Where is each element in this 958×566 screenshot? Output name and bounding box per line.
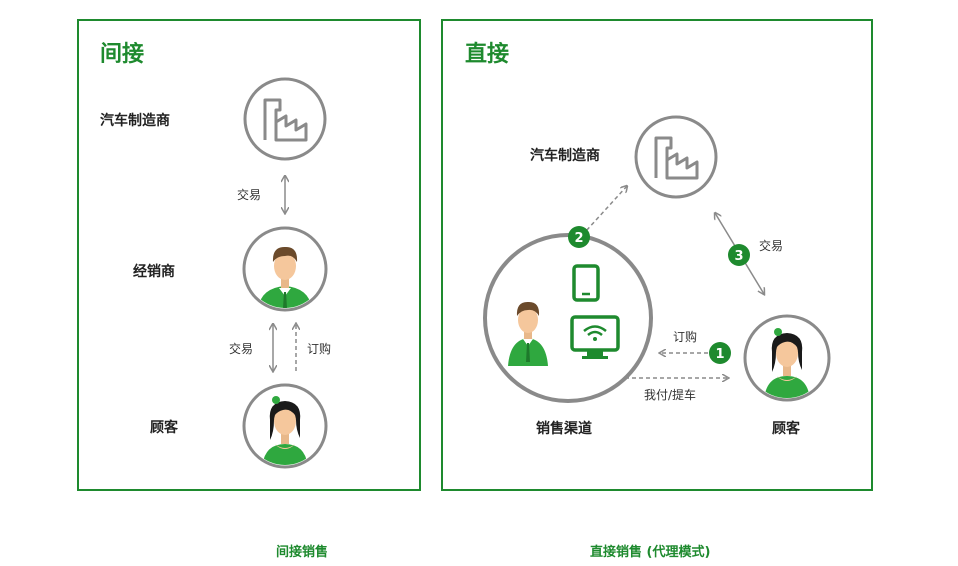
- tablet-icon: [572, 264, 600, 302]
- step-badge-2: 2: [568, 226, 590, 248]
- svg-text:2: 2: [574, 231, 583, 246]
- man-avatar-icon: [242, 226, 328, 312]
- factory-icon: [634, 115, 718, 199]
- dealer-label: 经销商: [133, 264, 175, 280]
- factory-icon: [243, 77, 327, 161]
- man-avatar-icon: [508, 301, 548, 366]
- monitor-wifi-icon: [570, 315, 620, 359]
- step-badge-3: 3: [728, 244, 750, 266]
- direct-title: 直接: [465, 42, 510, 67]
- direct-trade-label: 交易: [759, 239, 784, 253]
- direct-order-label: 订购: [673, 330, 698, 344]
- sales-channel-circle: [483, 233, 653, 403]
- indirect-manufacturer-label: 汽车制造商: [100, 113, 170, 129]
- direct-sales-panel: [441, 19, 873, 491]
- woman-avatar-icon: [743, 314, 831, 402]
- direct-customer-label: 顾客: [772, 421, 800, 437]
- indirect-sales-panel: [77, 19, 421, 491]
- indirect-customer-label: 顾客: [150, 420, 178, 436]
- direct-caption: 直接销售 (代理模式): [590, 545, 711, 560]
- direct-manufacturer-label: 汽车制造商: [530, 148, 600, 164]
- order-label: 订购: [307, 342, 332, 356]
- indirect-title: 间接: [100, 42, 145, 67]
- channel-label: 销售渠道: [536, 421, 592, 437]
- indirect-caption: 间接销售: [276, 545, 329, 560]
- svg-text:1: 1: [715, 347, 724, 362]
- step-badge-1: 1: [709, 342, 731, 364]
- trade-label-1: 交易: [237, 188, 262, 202]
- woman-avatar-icon: [242, 383, 328, 469]
- pay-pickup-label: 我付/提车: [644, 388, 697, 402]
- trade-label-2: 交易: [229, 342, 254, 356]
- svg-text:3: 3: [734, 249, 743, 264]
